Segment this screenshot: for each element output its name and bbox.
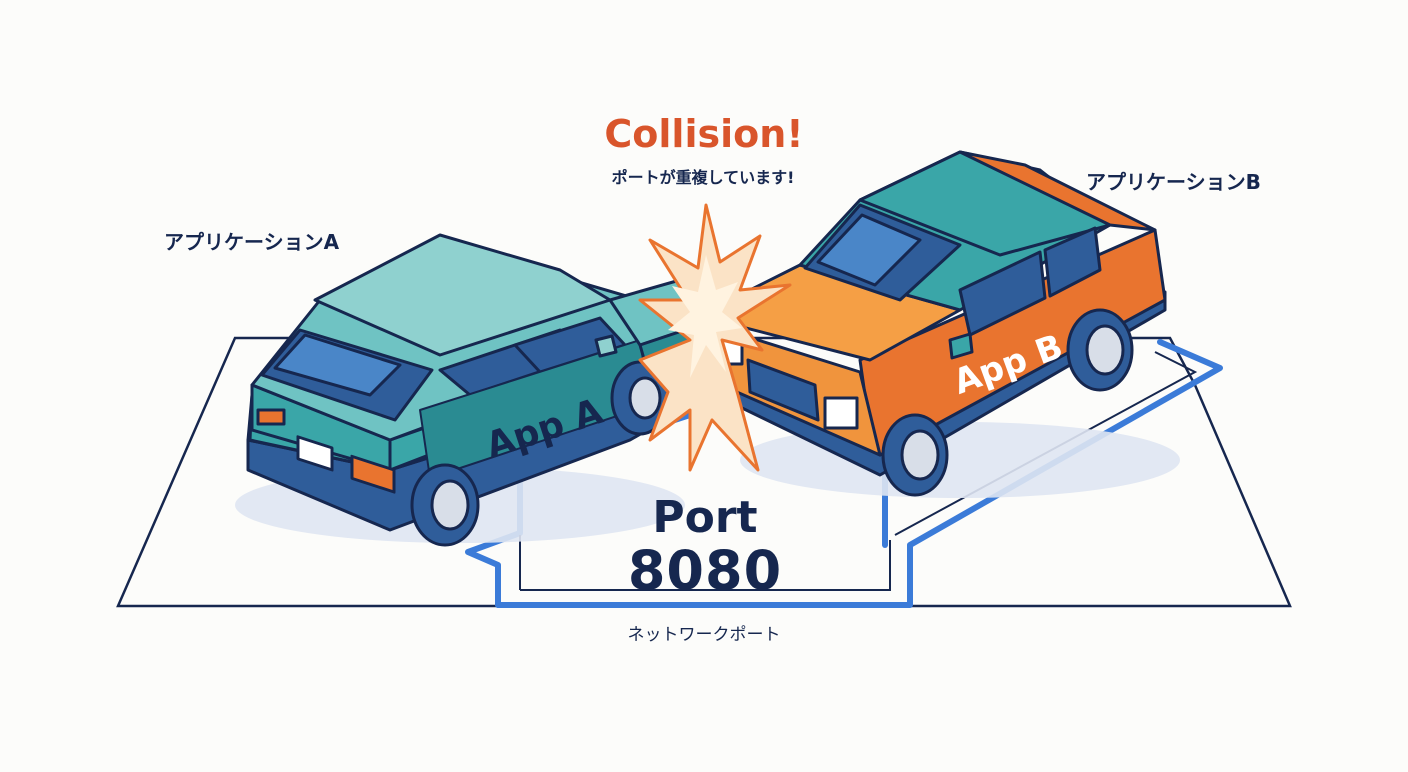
app-b-label: アプリケーションB	[1086, 170, 1261, 194]
network-port-caption: ネットワークポート	[627, 625, 781, 645]
app-a-label: アプリケーションA	[164, 230, 340, 254]
collision-subtitle: ポートが重複しています!	[611, 168, 795, 187]
car-b: App B	[703, 150, 1167, 497]
car-a: App A	[246, 233, 702, 547]
collision-title: Collision!	[604, 112, 804, 156]
port-word: Port	[652, 492, 758, 543]
port-label: Port 8080	[628, 496, 782, 598]
port-number: 8080	[627, 539, 783, 602]
collision-burst-icon	[638, 203, 792, 472]
